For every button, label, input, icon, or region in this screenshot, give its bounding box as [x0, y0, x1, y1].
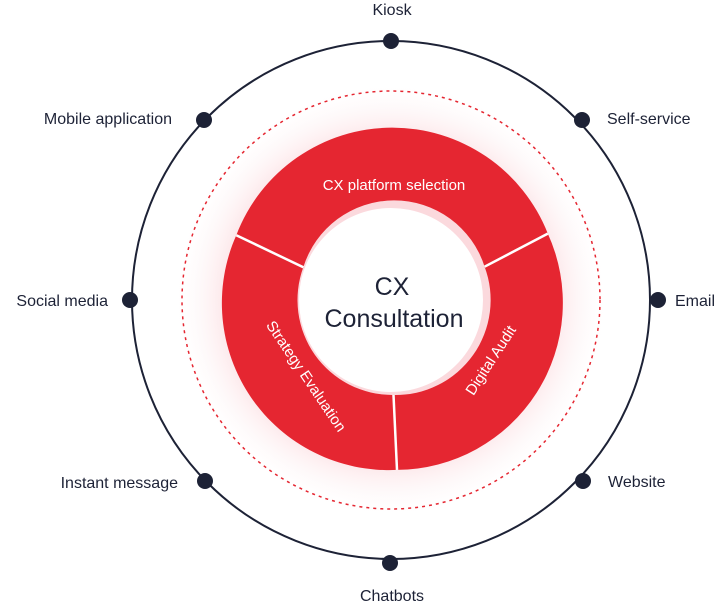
- segment-strategy-evaluation: [221, 235, 397, 471]
- channel-label-email: Email: [675, 293, 715, 310]
- channel-dot-kiosk: [383, 33, 399, 49]
- channel-dot-instant-message: [197, 473, 213, 489]
- segment-divider: [484, 232, 549, 268]
- channel-dot-self-service: [574, 112, 590, 128]
- center-hub: [299, 208, 483, 392]
- channel-dot-email: [650, 292, 666, 308]
- channel-label-website: Website: [608, 474, 666, 491]
- channel-label-social-media: Social media: [16, 293, 108, 310]
- channel-dot-social-media: [122, 292, 138, 308]
- center-title-line1: CX: [375, 273, 410, 301]
- segment-digital-audit: [393, 233, 563, 470]
- channel-label-kiosk: Kiosk: [372, 2, 412, 19]
- channel-label-chatbots: Chatbots: [360, 588, 424, 604]
- channel-dot-mobile-application: [196, 112, 212, 128]
- segment-label-cx-platform-selection: CX platform selection: [323, 177, 466, 194]
- dotted-ring: [181, 90, 601, 510]
- service-donut: [221, 127, 563, 471]
- channel-dot-website: [575, 473, 591, 489]
- channel-label-instant-message: Instant message: [61, 475, 179, 492]
- segment-divider: [235, 234, 304, 269]
- channel-nodes: [122, 33, 666, 571]
- channel-dot-chatbots: [382, 555, 398, 571]
- segment-divider: [392, 394, 399, 470]
- channel-label-mobile-application: Mobile application: [44, 111, 172, 128]
- segment-cx-platform-selection: [236, 127, 548, 268]
- channel-label-self-service: Self-service: [607, 111, 691, 128]
- center-title-line2: Consultation: [325, 305, 464, 333]
